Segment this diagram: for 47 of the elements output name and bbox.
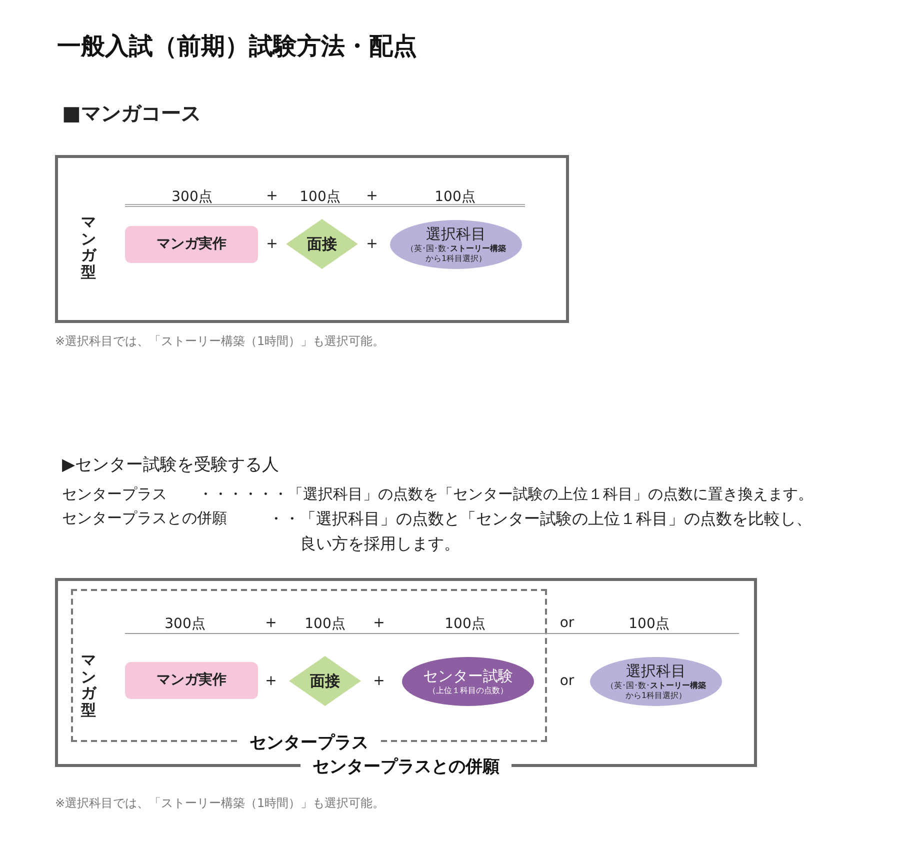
text-label: or bbox=[560, 615, 574, 631]
text-label: ・・・・・・「選択科目」の点数を「センター試験の上位１科目」の点数に置き換えます。 bbox=[198, 485, 813, 504]
node-label: センター試験 bbox=[423, 667, 513, 686]
row-label: マンガ型 bbox=[81, 214, 96, 280]
text-label: ▶センター試験を受験する人 bbox=[62, 454, 280, 476]
text-label: 100点 bbox=[444, 615, 486, 633]
text-label: 100点 bbox=[304, 615, 346, 633]
node-label: マンガ実作 bbox=[156, 236, 226, 254]
text-label: + bbox=[266, 236, 278, 252]
text-label: 300点 bbox=[172, 188, 212, 206]
text-label: 300点 bbox=[164, 615, 206, 633]
text-label: 100点 bbox=[628, 615, 670, 633]
text-label: + bbox=[366, 236, 378, 252]
node-note: （上位１科目の点数） bbox=[427, 686, 509, 696]
panel-title: センタープラスとの併願 bbox=[300, 755, 512, 778]
text-label: センタープラス bbox=[62, 485, 167, 504]
subject-ellipse bbox=[590, 657, 722, 706]
node-label: 選択科目 bbox=[626, 662, 686, 681]
subject-box bbox=[125, 662, 258, 699]
subject-diamond bbox=[289, 656, 361, 706]
text-label: ・・「選択科目」の点数と「センター試験の上位１科目」の点数を比較し、良い方を採用します。 bbox=[268, 508, 813, 555]
panel-frame bbox=[55, 155, 569, 323]
node-label: 面接 bbox=[307, 234, 337, 254]
text-label: ■マンガコース bbox=[62, 100, 201, 127]
subject-diamond bbox=[286, 219, 358, 269]
subject-box bbox=[125, 226, 258, 263]
row-label: マンガ型 bbox=[81, 652, 96, 718]
text-label: ※選択科目では、「ストーリー構築（1時間）」も選択可能。 bbox=[55, 333, 385, 350]
text-label: + bbox=[373, 615, 385, 631]
subject-ellipse bbox=[390, 220, 522, 269]
text-label: 100点 bbox=[300, 188, 340, 206]
text-label: or bbox=[560, 673, 574, 689]
node-note: （英･国･数･ストーリー構築から1科目選択） bbox=[605, 680, 707, 701]
node-label: 選択科目 bbox=[426, 225, 486, 244]
subject-ellipse bbox=[402, 657, 534, 706]
text-label: 100点 bbox=[434, 188, 476, 206]
text-label: + bbox=[366, 188, 378, 204]
text-label: + bbox=[265, 615, 277, 631]
text-label: センタープラスとの併願 bbox=[62, 509, 227, 528]
node-note: （英･国･数･ストーリー構築から1科目選択） bbox=[405, 244, 507, 264]
text-label: + bbox=[373, 673, 385, 689]
node-label: マンガ実作 bbox=[156, 672, 226, 690]
node-label: 面接 bbox=[310, 672, 340, 690]
text-label: + bbox=[265, 673, 277, 689]
text-label: ※選択科目では、「ストーリー構築（1時間）」も選択可能。 bbox=[55, 795, 385, 812]
text-label: + bbox=[266, 188, 278, 204]
page-title: 一般入試（前期）試験方法・配点 bbox=[57, 31, 417, 62]
